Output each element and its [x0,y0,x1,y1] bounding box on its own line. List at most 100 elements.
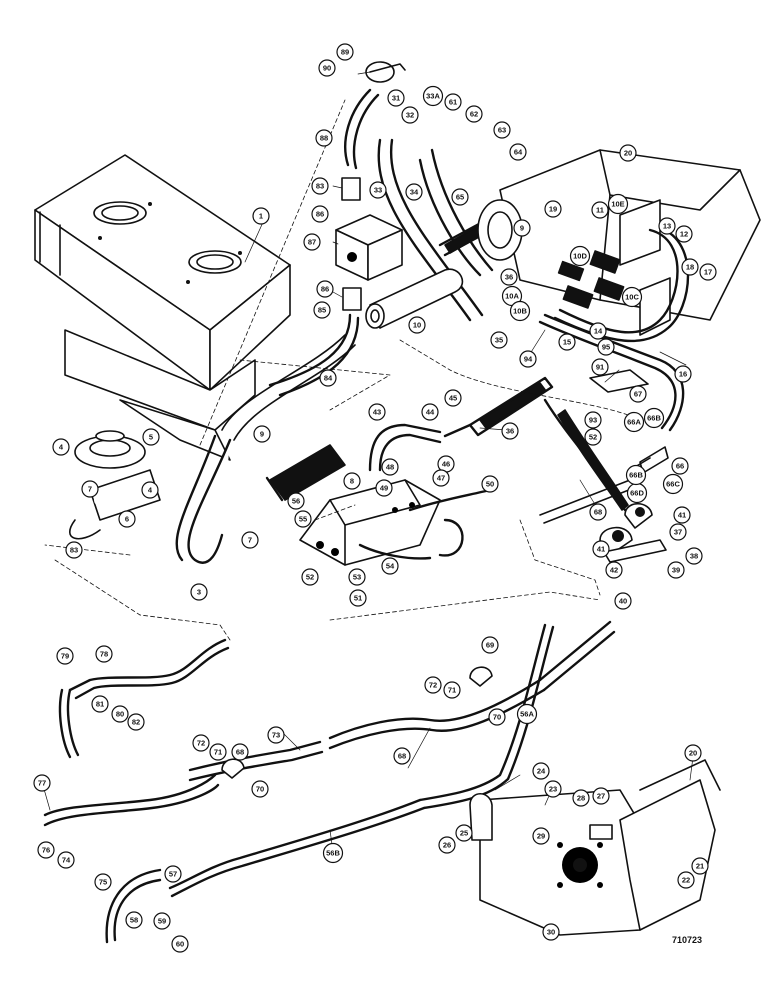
callout-number: 69 [486,641,494,650]
callout-52a: 52 [584,428,602,446]
callout-11: 11 [591,201,609,219]
callout-number: 66 [676,462,684,471]
callout-37: 37 [669,523,687,541]
callout-circle [94,873,112,891]
callout-number: 95 [602,343,610,352]
callout-number: 49 [380,484,388,493]
callout-circle [532,762,550,780]
callout-number: 58 [130,916,138,925]
callout-circle [387,89,405,107]
callout-number: 74 [62,856,71,865]
callout-43: 43 [368,403,386,421]
callout-68c: 68 [393,747,411,765]
callout-78: 78 [95,645,113,663]
callout-number: 67 [634,390,642,399]
callout-number: 42 [610,566,618,575]
callout-number: 79 [61,652,69,661]
callout-13: 13 [658,217,676,235]
callout-38: 38 [685,547,703,565]
valve-block [268,61,406,397]
callout-circle [381,557,399,575]
callout-circle [301,568,319,586]
callout-number: 56 [292,497,300,506]
callout-circle [432,469,450,487]
callout-circle [584,428,602,446]
reservoir-tank [34,154,291,461]
callout-number: 63 [498,126,506,135]
callout-circle [444,93,462,111]
callout-circle [488,708,506,726]
callout-number: 33 [374,186,382,195]
callout-7a: 7 [81,480,99,498]
callout-circle [231,743,249,761]
callout-42: 42 [605,561,623,579]
callout-circle [544,200,562,218]
flywheel-housing [469,759,721,936]
callout-circle [209,743,227,761]
callout-number: 80 [116,710,124,719]
callout-53: 53 [348,568,366,586]
callout-circle [253,425,271,443]
callout-72a: 72 [424,676,442,694]
callout-circle [501,422,519,440]
callout-circle [684,744,702,762]
callout-circle [669,523,687,541]
callout-70b: 70 [251,780,269,798]
callout-number: 22 [682,876,690,885]
callout-circle [591,201,609,219]
callout-10c: 10C [621,286,643,308]
callout-number: 41 [597,545,605,554]
callout-circle [481,636,499,654]
callout-circle [91,695,109,713]
callout-47: 47 [432,469,450,487]
callout-number: 15 [563,338,571,347]
callout-66b-top: 66B [643,407,665,429]
callout-number: 32 [406,111,414,120]
callout-27: 27 [592,787,610,805]
callout-44: 44 [421,403,439,421]
callout-circle [52,438,70,456]
callout-circle [142,428,160,446]
callout-4a: 4 [52,438,70,456]
callout-10b: 10B [509,300,531,322]
callout-circle [614,592,632,610]
callout-circle [623,411,645,433]
callout-number: 84 [324,374,333,383]
callout-41a: 41 [673,506,691,524]
callout-circle [673,506,691,524]
callout-number: 17 [704,268,712,277]
callout-73: 73 [267,726,285,744]
callout-number: 18 [686,263,694,272]
callout-90: 90 [318,59,336,77]
callout-number: 10E [611,200,624,209]
callout-number: 60 [176,940,184,949]
callout-17: 17 [699,263,717,281]
callout-68a: 68 [589,503,607,521]
callout-number: 70 [493,713,501,722]
callout-number: 89 [341,48,349,57]
callout-circle [451,188,469,206]
figure-reference-number: 710723 [672,935,702,945]
callout-61: 61 [444,93,462,111]
callout-number: 71 [214,748,222,757]
callout-circle [252,207,270,225]
callout-number: 66D [630,489,644,498]
callout-54: 54 [381,557,399,575]
callout-number: 8 [350,477,354,486]
callout-number: 47 [437,474,445,483]
callout-30: 30 [542,923,560,941]
callout-63: 63 [493,121,511,139]
callout-41b: 41 [592,540,610,558]
callout-number: 24 [537,767,546,776]
callout-number: 26 [443,841,451,850]
callout-number: 31 [392,94,400,103]
callout-number: 62 [470,110,478,119]
callout-85: 85 [313,301,331,319]
callout-circle [393,747,411,765]
callout-circle [294,510,312,528]
callout-number: 10A [505,292,519,301]
callout-circle [591,358,609,376]
callout-circle [621,286,643,308]
callout-circle [401,106,419,124]
